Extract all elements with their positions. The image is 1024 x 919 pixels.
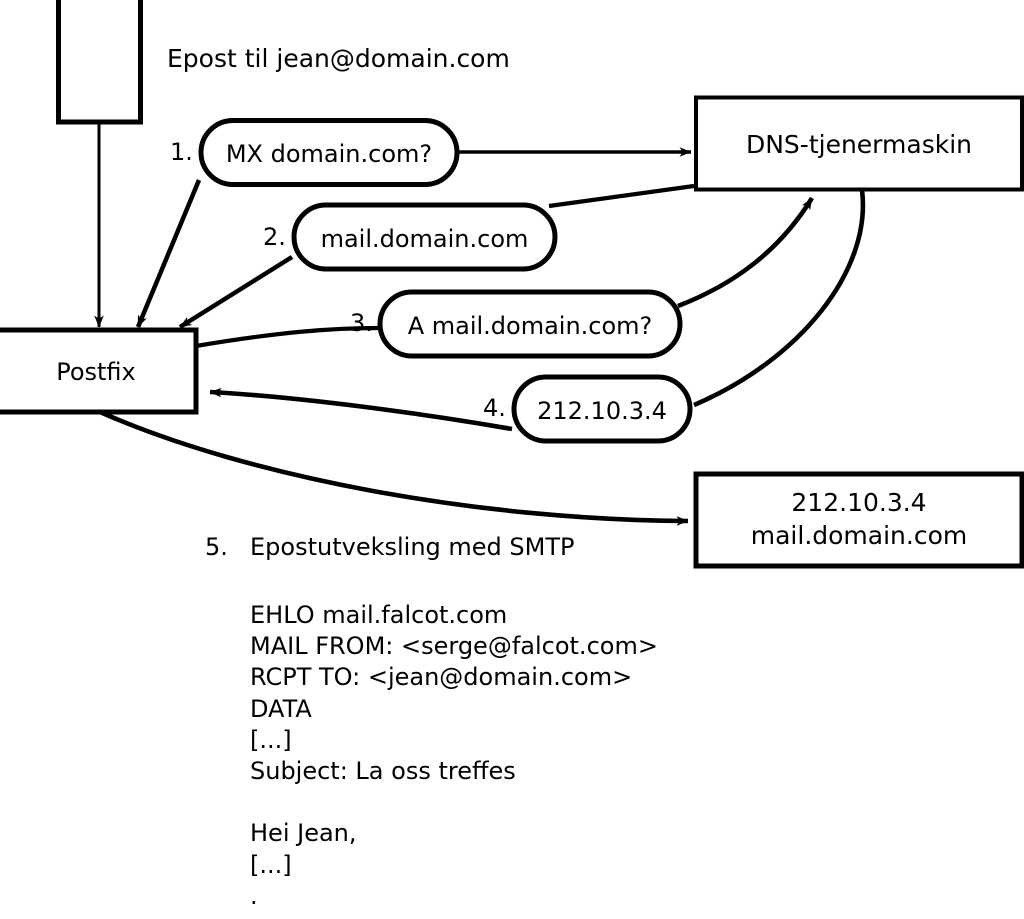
header-caption: Epost til jean@domain.com: [167, 44, 510, 73]
step-number-2: 2.: [263, 223, 286, 251]
smtp-transcript: EHLO mail.falcot.com MAIL FROM: <serge@f…: [250, 601, 658, 910]
step-label-4: 212.10.3.4: [537, 397, 667, 425]
step-number-5: 5.: [205, 533, 228, 561]
step-number-4: 4.: [483, 394, 506, 422]
postfix-label: Postfix: [56, 358, 136, 386]
step-label-1: MX domain.com?: [225, 140, 433, 168]
mail-server-line2: mail.domain.com: [750, 521, 968, 550]
mail-server-line1: 212.10.3.4: [791, 488, 927, 517]
edge-dns-to-step2: [548, 183, 695, 209]
step-label-5: Epostutveksling med SMTP: [250, 533, 575, 561]
edge-step3-to-dns: [677, 196, 814, 309]
step-label-2: mail.domain.com: [320, 225, 529, 253]
client-box: [56, 0, 143, 125]
edge-postfix-to-mailserver: [99, 409, 689, 526]
edge-step4-to-postfix: [209, 387, 513, 432]
dns-server-label: DNS-tjenermaskin: [745, 130, 972, 159]
edge-dns-to-step4: [693, 189, 866, 408]
edge-postfix-to-step1: [135, 179, 202, 328]
step-number-3: 3.: [350, 309, 373, 337]
step-label-3: A mail.domain.com?: [407, 312, 653, 340]
edge-step2-to-postfix: [178, 255, 294, 329]
step-number-1: 1.: [170, 138, 193, 166]
